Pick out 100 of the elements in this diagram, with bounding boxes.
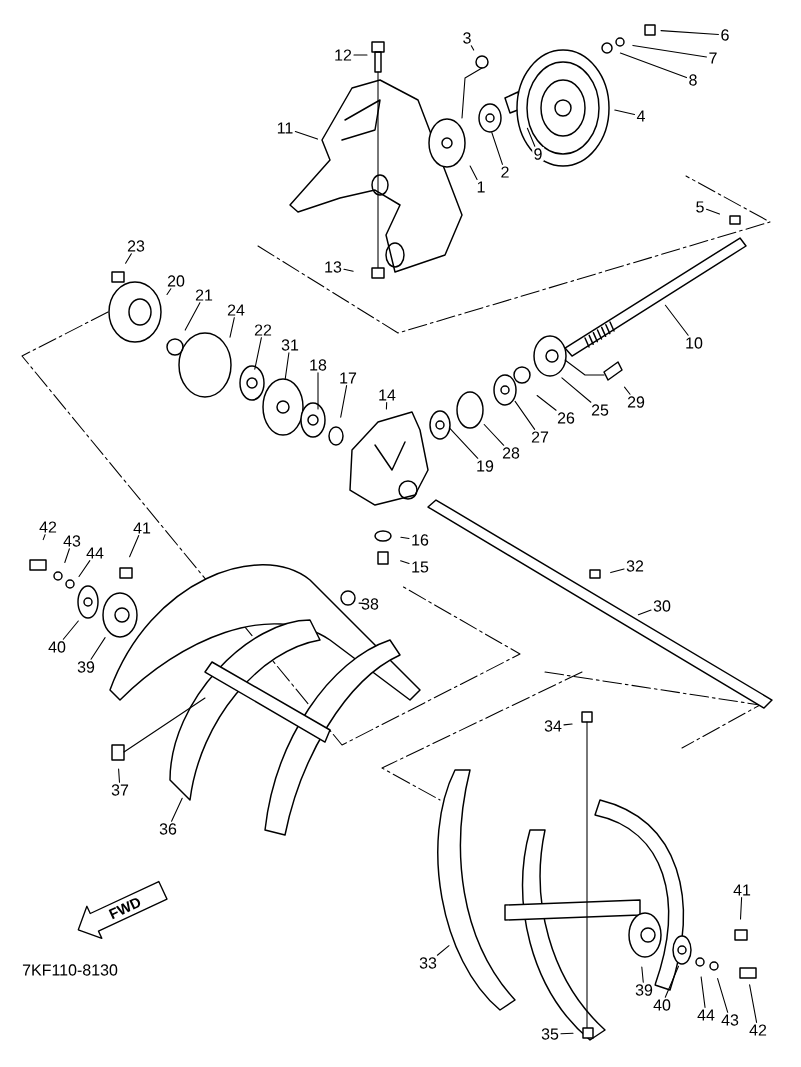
callout-number: 1 [475,180,487,194]
callout-number: 8 [687,73,699,87]
callout-number: 44 [695,1008,717,1022]
leader-line [560,1032,574,1035]
callout-number: 19 [474,459,496,473]
leader-line [229,317,235,338]
leader-line [664,965,680,998]
leader-line [623,386,631,395]
leader-line [436,945,450,956]
leader-line [483,423,505,446]
leader-line [526,127,536,147]
leader-line [536,394,557,411]
callout-number: 14 [376,388,398,402]
callout-number: 6 [719,28,731,42]
callout-number: 21 [193,288,215,302]
callout-number: 10 [683,336,705,350]
leader-line [739,897,743,920]
callout-number: 15 [409,560,431,574]
callout-number: 34 [542,719,564,733]
callout-number: 36 [157,822,179,836]
callout-number: 41 [731,883,753,897]
callout-number: 39 [633,983,655,997]
callout-number: 17 [337,371,359,385]
callout-number: 33 [417,956,439,970]
leader-line [294,131,319,140]
leader-line [118,768,121,783]
leader-line [129,535,140,558]
leader-line [610,568,625,574]
leader-line [749,984,758,1023]
callout-number: 43 [61,534,83,548]
leader-line [284,352,290,380]
callout-number: 32 [624,559,646,573]
leader-line [664,304,689,336]
callout-number: 20 [165,274,187,288]
leader-line [561,377,592,403]
leader-line [254,337,262,370]
leader-line [125,253,132,264]
leader-line [637,609,652,616]
callout-number: 31 [279,338,301,352]
leader-line [470,45,475,51]
leader-line [166,288,172,296]
leader-line [514,400,536,430]
callout-number: 40 [46,640,68,654]
leader-line [449,428,479,459]
callout-number: 38 [359,597,381,611]
leader-line [42,534,46,541]
leader-line [400,536,410,539]
leader-line [614,109,636,116]
callout-number: 7 [707,51,719,65]
leader-line [563,723,573,726]
callout-number: 25 [589,403,611,417]
callout-number: 16 [409,533,431,547]
leader-line [706,208,721,215]
leader-line [343,268,354,272]
callout-number: 39 [75,660,97,674]
leader-line [317,372,319,410]
part-code: 7KF110-8130 [22,964,118,976]
leader-line [171,797,183,822]
callout-number: 27 [529,430,551,444]
leader-line [700,976,706,1008]
callout-number: 18 [307,358,329,372]
callout-number: 2 [499,165,511,179]
callout-number: 24 [225,303,247,317]
callout-number: 13 [322,260,344,274]
callout-number: 9 [532,147,544,161]
callout-number: 41 [131,521,153,535]
leader-line [78,560,91,578]
callout-number: 35 [539,1027,561,1041]
callout-number: 3 [461,31,473,45]
leader-line [632,44,708,58]
leader-line [717,978,729,1013]
leader-line [619,52,688,79]
callout-number: 44 [84,546,106,560]
leader-line [184,302,201,331]
callout-number: 29 [625,395,647,409]
callout-number: 42 [37,520,59,534]
callout-number: 37 [109,783,131,797]
callout-number: 26 [555,411,577,425]
callout-number: 42 [747,1023,769,1037]
callout-number: 11 [275,121,295,135]
callout-number: 40 [651,998,673,1012]
leader-line [64,548,70,564]
callout-number: 5 [694,200,706,214]
callout-number: 28 [500,446,522,460]
callout-number: 22 [252,323,274,337]
leader-line [400,560,410,565]
leader-line [385,402,388,410]
callout-number: 4 [635,109,647,123]
leader-line [641,966,644,983]
leader-line [358,602,366,605]
leader-line [353,54,368,56]
leader-line [90,637,106,660]
leader-line [340,385,348,418]
leader-line [62,620,79,640]
callout-number: 12 [332,48,354,62]
leader-line [491,131,503,165]
callout-number: 23 [125,239,147,253]
leader-line [660,30,720,36]
callout-number: 43 [719,1013,741,1027]
callout-number: 30 [651,599,673,613]
